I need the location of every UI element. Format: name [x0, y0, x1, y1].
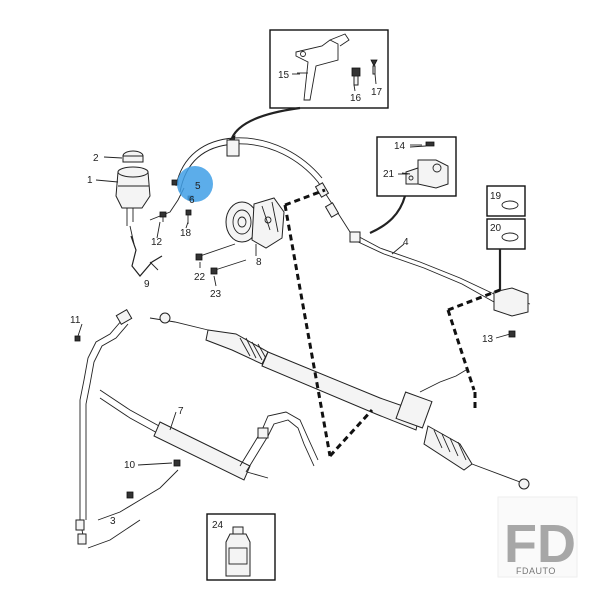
callout-23: 23 [210, 289, 222, 300]
dashed-leader [446, 309, 476, 391]
steering-rack [149, 312, 530, 490]
watermark-caption: FDAUTO [516, 566, 556, 576]
fdauto-watermark: FD FDAUTO [497, 496, 578, 578]
callout-21: 21 [383, 169, 395, 180]
callout-6: 6 [189, 195, 195, 206]
callout-15: 15 [278, 70, 290, 81]
callout-9: 9 [144, 279, 150, 290]
callout-2: 2 [93, 153, 99, 164]
callout-7: 7 [178, 406, 184, 417]
callout-3: 3 [110, 516, 116, 527]
supply-hose [130, 235, 163, 277]
fluid-reservoir [115, 150, 151, 226]
callout-18: 18 [180, 228, 192, 239]
callout-22: 22 [194, 272, 206, 283]
clamp-inset [376, 136, 457, 197]
callout-13: 13 [482, 334, 494, 345]
callout-14: 14 [394, 141, 406, 152]
callout-4: 4 [403, 237, 409, 248]
clamp-leader-arrow [369, 195, 407, 235]
dashed-leader [284, 188, 326, 207]
callout-16: 16 [350, 93, 362, 104]
highlight-circle [177, 166, 213, 202]
callout-19: 19 [490, 191, 502, 202]
steering-pump [225, 197, 285, 249]
cooler-lines [74, 308, 319, 549]
callout-17: 17 [371, 87, 383, 98]
callout-leaders [77, 73, 511, 466]
bracket-leader-arrow [230, 106, 301, 139]
callout-numbers: 1 2 3 4 5 6 7 8 9 10 11 12 13 14 15 16 1… [70, 70, 502, 531]
callout-12: 12 [151, 237, 163, 248]
seal-ring-boxes [486, 185, 526, 250]
fluid-bottle-inset [206, 513, 276, 581]
watermark-letters: FD [504, 514, 576, 574]
dashed-leader [328, 408, 374, 458]
callout-8: 8 [256, 257, 262, 268]
callout-24: 24 [212, 520, 224, 531]
callout-5: 5 [195, 181, 201, 192]
callout-10: 10 [124, 460, 136, 471]
callout-20: 20 [490, 223, 502, 234]
dashed-leader [283, 204, 332, 457]
bracket-inset [269, 29, 389, 109]
callout-11: 11 [70, 315, 81, 326]
callout-1: 1 [87, 175, 93, 186]
